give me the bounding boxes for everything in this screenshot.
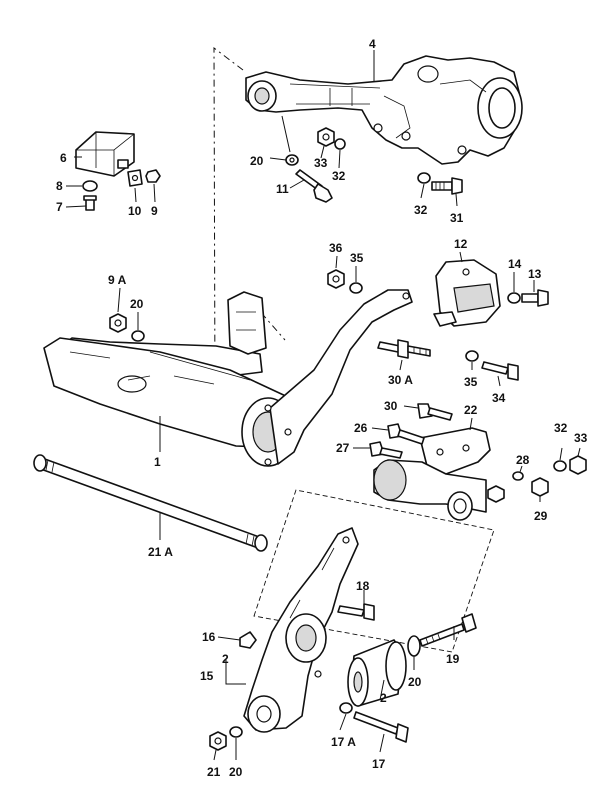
callout-26: 26 (354, 421, 368, 435)
callout-20-right-lower: 20 (408, 675, 422, 689)
part-32-washer-mid (417, 172, 431, 184)
part-2-bushing (347, 639, 407, 707)
callout-19: 19 (446, 652, 460, 666)
callout-20-left: 20 (130, 297, 144, 311)
callout-32-mid: 32 (414, 203, 428, 217)
part-20-washer-left (131, 330, 145, 342)
callout-12: 12 (454, 237, 468, 251)
part-13-bolt (521, 289, 549, 307)
callout-30a: 30 A (388, 373, 413, 387)
callout-15: 15 (200, 669, 214, 683)
callout-29: 29 (534, 509, 548, 523)
callout-36: 36 (329, 241, 343, 255)
part-30-bolt (417, 403, 453, 421)
callout-1: 1 (154, 455, 161, 469)
part-10-plate (127, 169, 143, 187)
callout-10: 10 (128, 204, 142, 218)
assembly-group-outline (253, 489, 495, 653)
callout-4: 4 (369, 37, 376, 51)
part-14-washer (507, 292, 521, 304)
callout-2-upper: 2 (222, 652, 229, 666)
callout-9: 9 (151, 204, 158, 218)
callout-2-lower: 2 (380, 691, 387, 705)
part-2-spring-plate (243, 527, 359, 733)
callout-17a: 17 A (331, 735, 356, 749)
callout-35-upper: 35 (350, 251, 364, 265)
part-22-bracket-assembly (373, 427, 491, 521)
part-34-bolt (481, 361, 519, 381)
part-21a-torsion-bar (33, 454, 268, 552)
part-12-rubber-mount (433, 259, 501, 327)
part-33-nut-upper (317, 127, 335, 147)
part-32-washer-right (553, 460, 567, 472)
callout-labels: 4 20 33 32 11 32 31 6 8 7 10 9 9 A 20 36… (56, 37, 588, 779)
callout-27: 27 (336, 441, 350, 455)
callout-20-bottom: 20 (229, 765, 243, 779)
part-16-gasket (239, 631, 257, 649)
part-7-screw (83, 195, 97, 211)
callout-8: 8 (56, 179, 63, 193)
part-32-washer-upper (334, 138, 346, 150)
part-9-nut (145, 169, 161, 183)
part-35-washer-lower (465, 350, 479, 362)
callout-31: 31 (450, 211, 464, 225)
leader-lines (65, 50, 581, 761)
callout-11: 11 (276, 182, 289, 196)
reference-lines (213, 46, 286, 401)
callout-16: 16 (202, 630, 216, 644)
callout-21a: 21 A (148, 545, 173, 559)
callout-22: 22 (464, 403, 478, 417)
part-6-mount-block (75, 131, 135, 177)
part-20-washer-right-lower (407, 635, 421, 657)
part-1-axle-crossmember (43, 289, 413, 467)
part-17-bolt (353, 711, 409, 743)
callout-6: 6 (60, 151, 67, 165)
callout-9a: 9 A (108, 273, 127, 287)
callout-14: 14 (508, 257, 522, 271)
part-9a-nut (109, 313, 127, 333)
callout-21: 21 (207, 765, 221, 779)
part-30a-bolt (377, 339, 431, 359)
part-8-nut (82, 180, 98, 192)
part-20-washer-bottom (229, 726, 243, 738)
callout-33-right: 33 (574, 431, 588, 445)
part-21-nut (209, 731, 227, 751)
callout-30: 30 (384, 399, 398, 413)
part-17a-washer (339, 702, 353, 714)
part-36-nut (327, 269, 345, 289)
part-33-nut-right (569, 455, 587, 475)
part-31-bolt (431, 177, 463, 195)
callout-28: 28 (516, 453, 530, 467)
part-4-transmission-mount (245, 55, 523, 165)
part-27-bolt (369, 441, 403, 459)
callout-34: 34 (492, 391, 506, 405)
callout-32-upper: 32 (332, 169, 346, 183)
callout-18: 18 (356, 579, 370, 593)
callout-32-right: 32 (554, 421, 568, 435)
part-26-bolt (387, 423, 425, 445)
part-18-bolt (337, 603, 375, 621)
callout-7: 7 (56, 200, 63, 214)
callout-13: 13 (528, 267, 542, 281)
part-20-washer-upper (285, 154, 299, 166)
part-29-nut (487, 477, 549, 503)
callout-20-upper: 20 (250, 154, 264, 168)
part-19-bolt (419, 613, 477, 647)
callout-33-upper: 33 (314, 156, 328, 170)
part-11-bolt (295, 169, 333, 203)
part-28-washer (512, 471, 524, 481)
callout-35-lower: 35 (464, 375, 478, 389)
callout-17: 17 (372, 757, 386, 771)
part-35-washer-upper (349, 282, 363, 294)
